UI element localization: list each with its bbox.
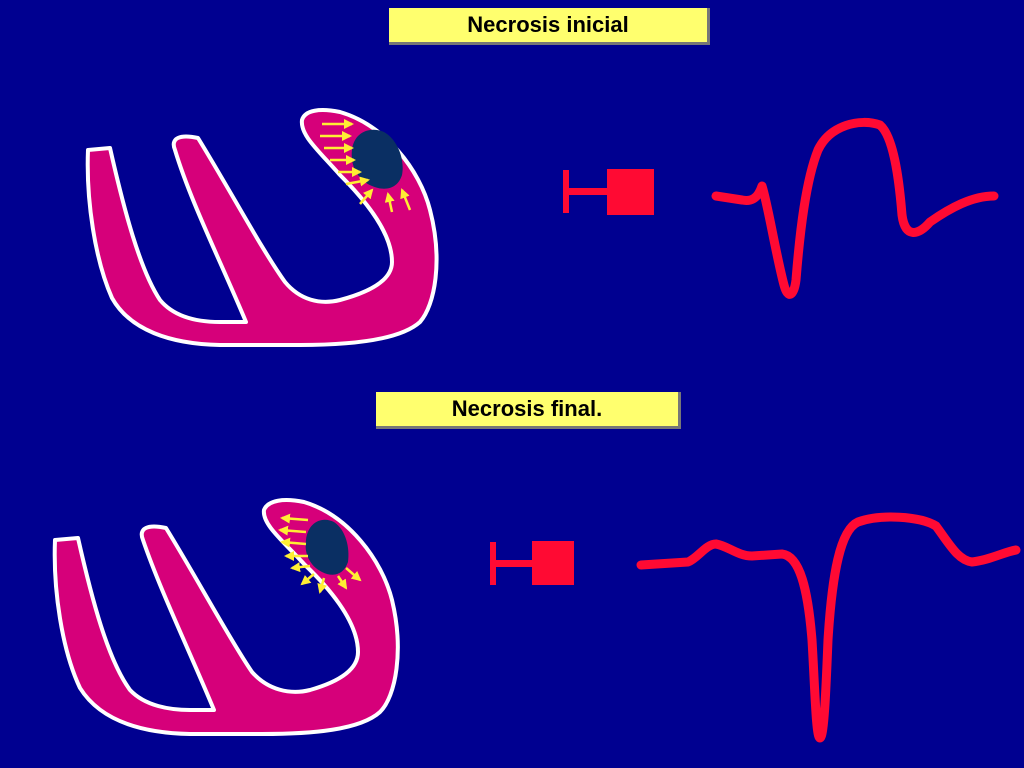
label-necrosis-inicial: Necrosis inicial bbox=[389, 8, 710, 45]
necrosis-zone-top bbox=[351, 129, 403, 189]
vector-arrows-icon-top bbox=[320, 119, 412, 213]
electrode-icon-bottom bbox=[490, 541, 574, 585]
ecg-complex-icon-top bbox=[711, 117, 999, 299]
ecg-complex-icon-bottom bbox=[636, 512, 1021, 743]
label-necrosis-inicial-text: Necrosis inicial bbox=[467, 12, 629, 37]
heart-wall-bottom bbox=[52, 498, 400, 736]
vector-arrows-icon-bottom bbox=[278, 513, 362, 594]
heart-section-icon-top bbox=[85, 108, 439, 347]
necrosis-area-icon-bottom bbox=[305, 519, 349, 575]
necrosis-zone-bottom bbox=[305, 519, 349, 575]
heart-wall-top bbox=[85, 108, 439, 347]
label-necrosis-final: Necrosis final. bbox=[376, 392, 681, 429]
necrosis-area-icon-top bbox=[351, 129, 403, 189]
label-necrosis-final-text: Necrosis final. bbox=[451, 396, 603, 421]
electrode-icon-top bbox=[563, 169, 654, 215]
heart-section-icon-bottom bbox=[52, 498, 400, 736]
